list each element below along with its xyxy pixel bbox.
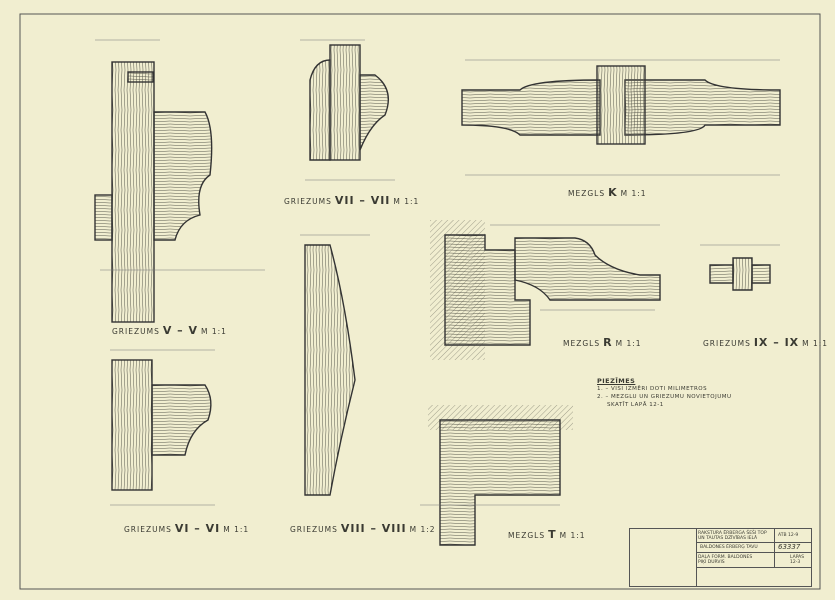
notes-heading: PIEZĪMES	[597, 377, 636, 385]
note-item: 2. – MEZGLU UN GRIEZUMU NOVIETOJUMU	[597, 394, 732, 400]
archive-number: 63337	[778, 543, 801, 551]
project-name: RAKSTURA ĒRBERGA ŠEŠI TOP	[698, 531, 767, 536]
project-name-2: UN TAUTAS DZĪVĪBAS IELĀ	[698, 536, 758, 541]
section-vi-vi	[111, 359, 212, 491]
sheet-title-2: PIĶI DURVIS	[698, 560, 725, 565]
node-t	[428, 405, 573, 546]
sheet-number: 12-3	[790, 560, 801, 565]
object-name: BALDONES ĒRBERĢ TAVU	[700, 545, 758, 550]
node-r	[430, 220, 661, 360]
section-vii-vii	[309, 44, 389, 161]
node-k	[461, 65, 781, 145]
section-viii-viii	[304, 244, 356, 496]
code: ATB 12-9	[778, 533, 799, 538]
notes: PIEZĪMES 1. – VISI IZMĒRI DOTI MILIMETRO…	[597, 377, 732, 409]
note-item: 1. – VISI IZMĒRI DOTI MILIMETROS	[597, 386, 708, 392]
section-v-v	[94, 61, 213, 323]
title-block: RAKSTURA ĒRBERGA ŠEŠI TOP UN TAUTAS DZĪV…	[629, 528, 812, 587]
section-ix-ix	[709, 257, 771, 291]
sheet-label: LAPAS	[790, 555, 805, 560]
sheet-title: DAĻA FORM. BALDONES	[698, 555, 753, 560]
note-item: SKATĪT LAPĀ 12-1	[607, 402, 664, 408]
